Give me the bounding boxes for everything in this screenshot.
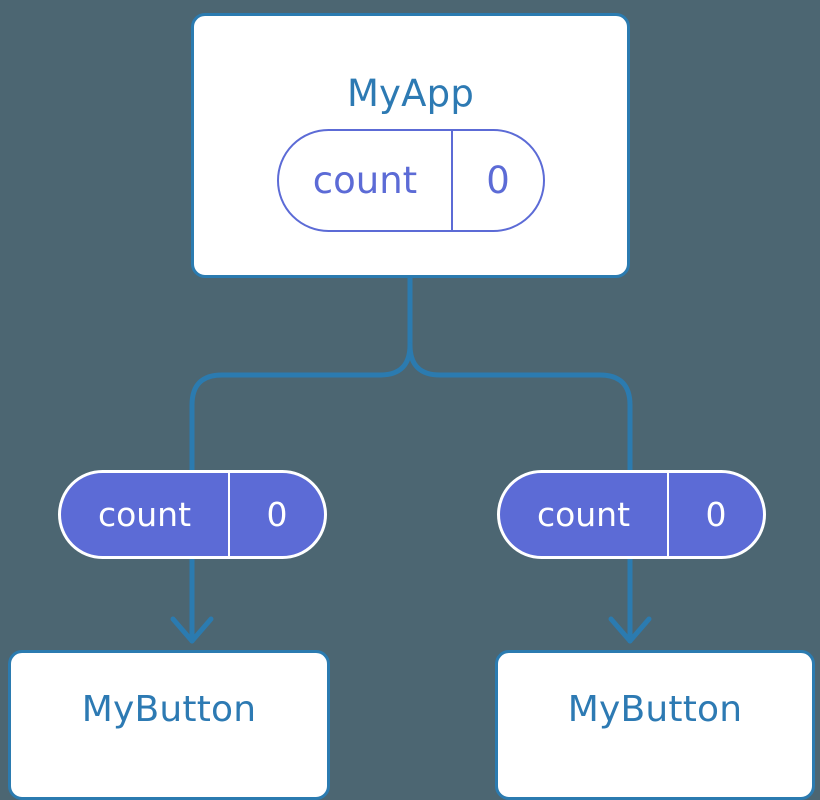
state-pill-key: count — [279, 131, 453, 230]
diagram-canvas: MyApp count 0 count 0 count 0 MyButton M… — [8, 13, 815, 800]
props-pill-left[interactable]: count 0 — [58, 470, 327, 559]
arrow-head-left-icon — [170, 616, 214, 644]
component-box-mybutton-right[interactable]: MyButton — [495, 650, 815, 800]
component-title-mybutton: MyButton — [567, 689, 743, 730]
state-pill-myapp[interactable]: count 0 — [277, 129, 545, 232]
component-title-myapp: MyApp — [346, 72, 475, 115]
component-title-mybutton: MyButton — [81, 689, 257, 730]
state-pill-value: 0 — [486, 159, 510, 202]
props-pill-value: 0 — [705, 495, 727, 534]
branch-connector-left — [189, 342, 413, 473]
component-box-mybutton-left[interactable]: MyButton — [8, 650, 330, 800]
props-pill-key: count — [61, 473, 230, 556]
branch-connector-right — [407, 342, 633, 473]
arrow-head-right-icon — [608, 616, 652, 644]
props-pill-right[interactable]: count 0 — [497, 470, 766, 559]
props-pill-key: count — [500, 473, 669, 556]
props-pill-value: 0 — [266, 495, 288, 534]
